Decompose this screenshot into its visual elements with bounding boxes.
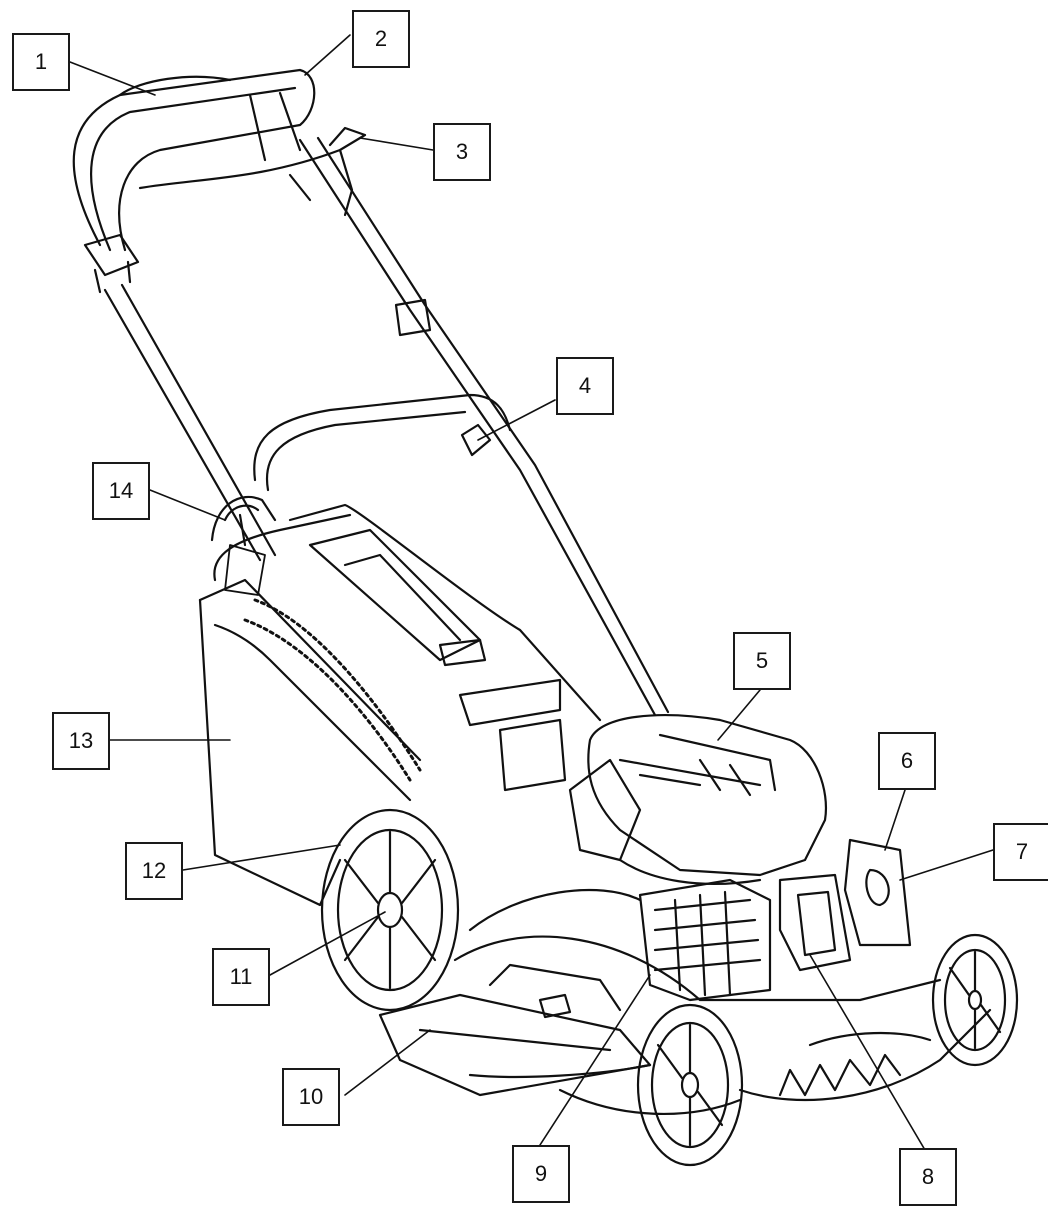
- leader-line-7: [899, 849, 994, 881]
- callout-9: 9: [512, 1145, 570, 1203]
- handle-clamp-left: [83, 233, 140, 294]
- grass-catcher: [198, 513, 422, 907]
- callout-3: 3: [433, 123, 491, 181]
- front-wheel-right: [931, 933, 1019, 1067]
- air-filter: [778, 873, 852, 972]
- callout-8: 8: [899, 1148, 957, 1206]
- callout-12: 12: [125, 842, 183, 900]
- callout-11: 11: [212, 948, 270, 1006]
- callout-13: 13: [52, 712, 110, 770]
- cooling-fins: [638, 878, 772, 1002]
- callout-14: 14: [92, 462, 150, 520]
- front-guard: [378, 963, 652, 1097]
- mower-deck: [453, 888, 992, 1116]
- engine: [568, 714, 827, 885]
- callout-5: 5: [733, 632, 791, 690]
- handle-tubes: [103, 136, 670, 717]
- rear-wheel-left: [320, 808, 460, 1012]
- callout-1: 1: [12, 33, 70, 91]
- leader-lines: [69, 34, 994, 1151]
- leader-line-4: [477, 399, 556, 441]
- callout-4: 4: [556, 357, 614, 415]
- callout-6: 6: [878, 732, 936, 790]
- leader-line-1: [69, 61, 156, 96]
- callout-2: 2: [352, 10, 410, 68]
- leader-line-6: [884, 789, 906, 851]
- leader-line-12: [182, 844, 341, 871]
- brake-bail-lever: [138, 126, 367, 217]
- leader-line-3: [359, 137, 434, 151]
- callout-10: 10: [282, 1068, 340, 1126]
- lower-handle-frame: [253, 393, 512, 492]
- leader-line-11: [269, 911, 386, 976]
- upper-handle: [72, 68, 316, 252]
- fuel-tank: [843, 838, 912, 947]
- leader-line-14: [149, 489, 226, 521]
- catcher-cover: [288, 503, 602, 792]
- callout-7: 7: [993, 823, 1048, 881]
- leader-line-8: [809, 954, 926, 1151]
- front-wheel-left: [636, 1003, 744, 1167]
- leader-line-9: [539, 974, 651, 1146]
- leader-line-10: [344, 1029, 431, 1096]
- leader-line-5: [717, 689, 761, 741]
- leader-line-2: [304, 34, 351, 76]
